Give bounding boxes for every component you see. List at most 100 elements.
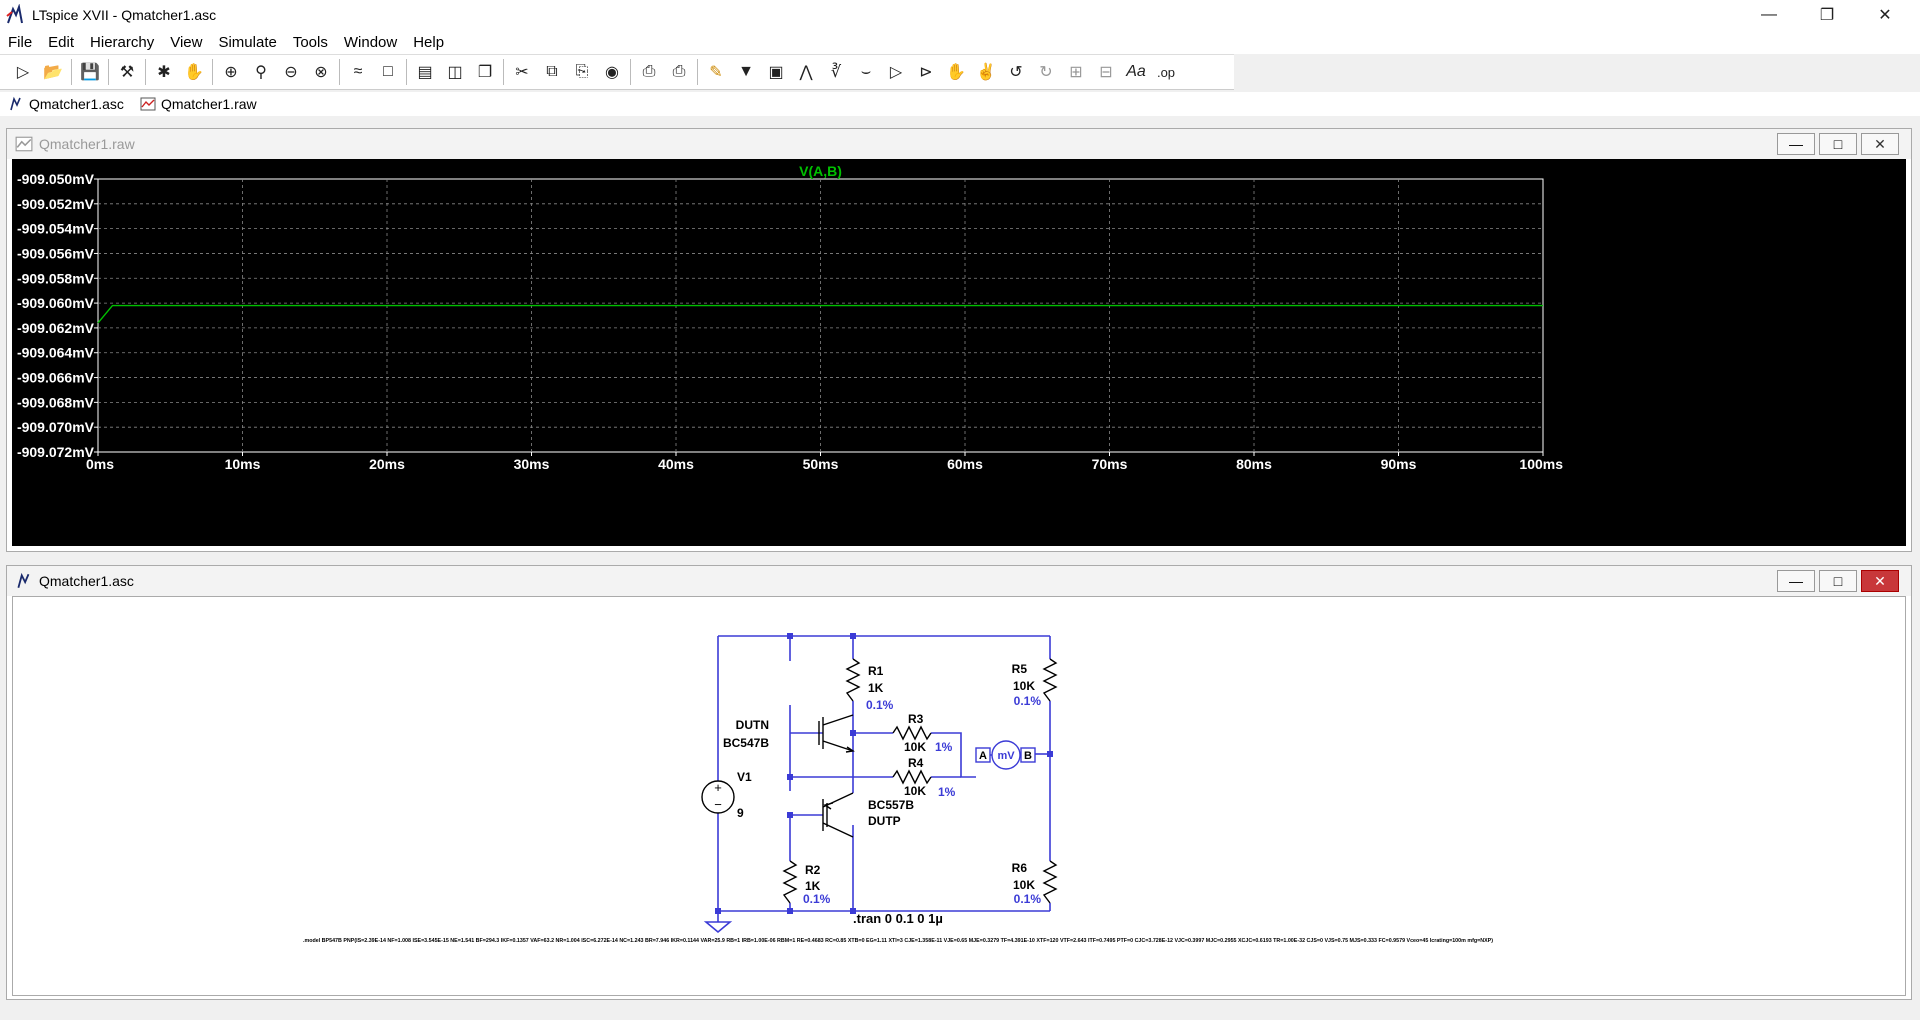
schematic-maximize-button[interactable]: □ (1819, 570, 1857, 592)
schematic-minimize-button[interactable]: — (1777, 570, 1815, 592)
print-icon[interactable]: ⎙ (642, 63, 656, 80)
undo-icon[interactable]: ↺ (1009, 64, 1023, 81)
dutp-model: BC557B (868, 798, 914, 812)
r3-name: R3 (908, 712, 924, 726)
halt-icon[interactable]: ✱ (157, 64, 171, 81)
x-tick-label: 60ms (947, 456, 983, 472)
menu-help[interactable]: Help (413, 33, 445, 51)
run-icon[interactable]: ▷ (16, 64, 30, 81)
cascade-icon[interactable]: ❐ (477, 64, 493, 81)
waveform-maximize-button[interactable]: □ (1819, 133, 1857, 155)
schematic-canvas[interactable]: + − A B mV R1 (12, 596, 1906, 996)
transistor-dutp[interactable] (822, 792, 854, 838)
x-tick-label: 40ms (658, 456, 694, 472)
x-tick-label: 20ms (369, 456, 405, 472)
wire-icon[interactable]: ✎ (709, 64, 723, 81)
autorange-icon[interactable]: ≈ (353, 63, 363, 80)
redo-icon[interactable]: ↻ (1039, 64, 1053, 81)
menu-simulate[interactable]: Simulate (218, 33, 277, 51)
zoom-cancel-icon[interactable]: ⊗ (314, 64, 328, 81)
close-window-button[interactable]: ✕ (1856, 0, 1914, 30)
print-setup-icon[interactable]: ⎙ (672, 63, 686, 80)
rotate-icon[interactable]: ⊞ (1069, 64, 1083, 81)
ground-icon[interactable]: ▼ (738, 63, 754, 80)
menu-hierarchy[interactable]: Hierarchy (90, 33, 155, 51)
y-tick-label: -909.052mV (17, 196, 95, 212)
menu-edit[interactable]: Edit (48, 33, 75, 51)
schematic-window-header: Qmatcher1.asc (7, 566, 1911, 596)
tran-directive[interactable]: .tran 0 0.1 0 1µ (853, 911, 943, 926)
cut-icon[interactable]: ✂ (515, 64, 529, 81)
save-icon[interactable]: 💾 (80, 64, 100, 81)
waveform-close-button[interactable]: ✕ (1861, 133, 1899, 155)
ground-symbol[interactable] (703, 921, 733, 934)
y-tick-label: -909.068mV (17, 394, 95, 410)
r5-value: 10K (1013, 679, 1035, 693)
r3-tol: 1% (935, 740, 953, 754)
zoom-full-icon[interactable]: ⚲ (255, 64, 267, 81)
resistor-r5[interactable] (1042, 658, 1058, 702)
menu-file[interactable]: File (8, 33, 33, 51)
schematic-window: Qmatcher1.asc — □ ✕ (6, 565, 1912, 1000)
waveform-minimize-button[interactable]: — (1777, 133, 1815, 155)
mark-unref-icon[interactable]: □ (383, 63, 393, 80)
resistor-r6[interactable] (1042, 860, 1058, 904)
y-tick-label: -909.058mV (17, 270, 95, 286)
diode-icon[interactable]: ▷ (889, 64, 903, 81)
r4-tol: 1% (938, 785, 956, 799)
voltmeter[interactable] (975, 740, 1036, 770)
tile-vertical-icon[interactable]: ◫ (447, 64, 463, 81)
copy-icon[interactable]: ⧉ (546, 63, 558, 80)
schematic-close-button[interactable]: ✕ (1861, 570, 1899, 592)
svg-text:+: + (714, 780, 722, 795)
transistor-dutn[interactable] (818, 714, 855, 753)
resistor-icon[interactable]: ⋀ (799, 64, 813, 81)
open-icon[interactable]: 📂 (43, 64, 63, 81)
tile-horizontal-icon[interactable]: ▤ (417, 64, 433, 81)
capacitor-icon[interactable]: ∛ (830, 64, 842, 81)
drag-icon[interactable]: ✌ (976, 64, 996, 81)
tab-label: Qmatcher1.asc (29, 96, 124, 112)
schematic-icon (17, 572, 30, 588)
x-tick-label: 80ms (1236, 456, 1272, 472)
resistor-r1[interactable] (845, 658, 861, 702)
pan-icon[interactable]: ✋ (184, 64, 204, 81)
model-directive[interactable]: .model BP547B PNP(IS=2.39E-14 NF=1.008 I… (303, 938, 1493, 944)
label-icon[interactable]: ▣ (768, 64, 784, 81)
resistor-r2[interactable] (782, 860, 798, 904)
plot-title: V(A,B) (799, 163, 842, 179)
component-icon[interactable]: ⊳ (919, 64, 933, 81)
y-tick-label: -909.070mV (17, 419, 95, 435)
menu-window[interactable]: Window (343, 33, 398, 51)
move-icon[interactable]: ✋ (946, 64, 966, 81)
tab-waveform[interactable]: Qmatcher1.raw (132, 96, 265, 112)
find-icon[interactable]: ◉ (605, 64, 619, 81)
spice-directive-icon[interactable]: .op (1156, 64, 1176, 80)
menu-view[interactable]: View (170, 33, 203, 51)
restore-button[interactable]: ❐ (1798, 0, 1856, 30)
control-panel-icon[interactable]: ⚒ (119, 64, 135, 81)
mirror-icon[interactable]: ⊟ (1099, 64, 1113, 81)
waveform-icon (140, 97, 156, 111)
menu-tools[interactable]: Tools (292, 33, 328, 51)
r1-name: R1 (868, 664, 884, 678)
voltage-source-v1[interactable]: + − (701, 780, 735, 814)
zoom-in-icon[interactable]: ⊕ (224, 64, 238, 81)
series-line (97, 304, 1543, 324)
tab-schematic[interactable]: Qmatcher1.asc (0, 96, 132, 112)
x-tick-label: 100ms (1519, 456, 1563, 472)
r5-name: R5 (1012, 662, 1028, 676)
zoom-out-icon[interactable]: ⊖ (284, 64, 298, 81)
x-tick-label: 30ms (514, 456, 550, 472)
minimize-button[interactable]: — (1740, 0, 1798, 30)
resistor-r3[interactable] (892, 725, 932, 741)
text-icon[interactable]: Aa (1126, 63, 1146, 80)
meter-label: mV (997, 750, 1015, 762)
minimize-icon: — (1789, 573, 1803, 589)
resistor-r4[interactable] (892, 769, 932, 785)
inductor-icon[interactable]: ⌣ (860, 63, 872, 80)
paste-icon[interactable]: ⎘ (575, 63, 589, 80)
